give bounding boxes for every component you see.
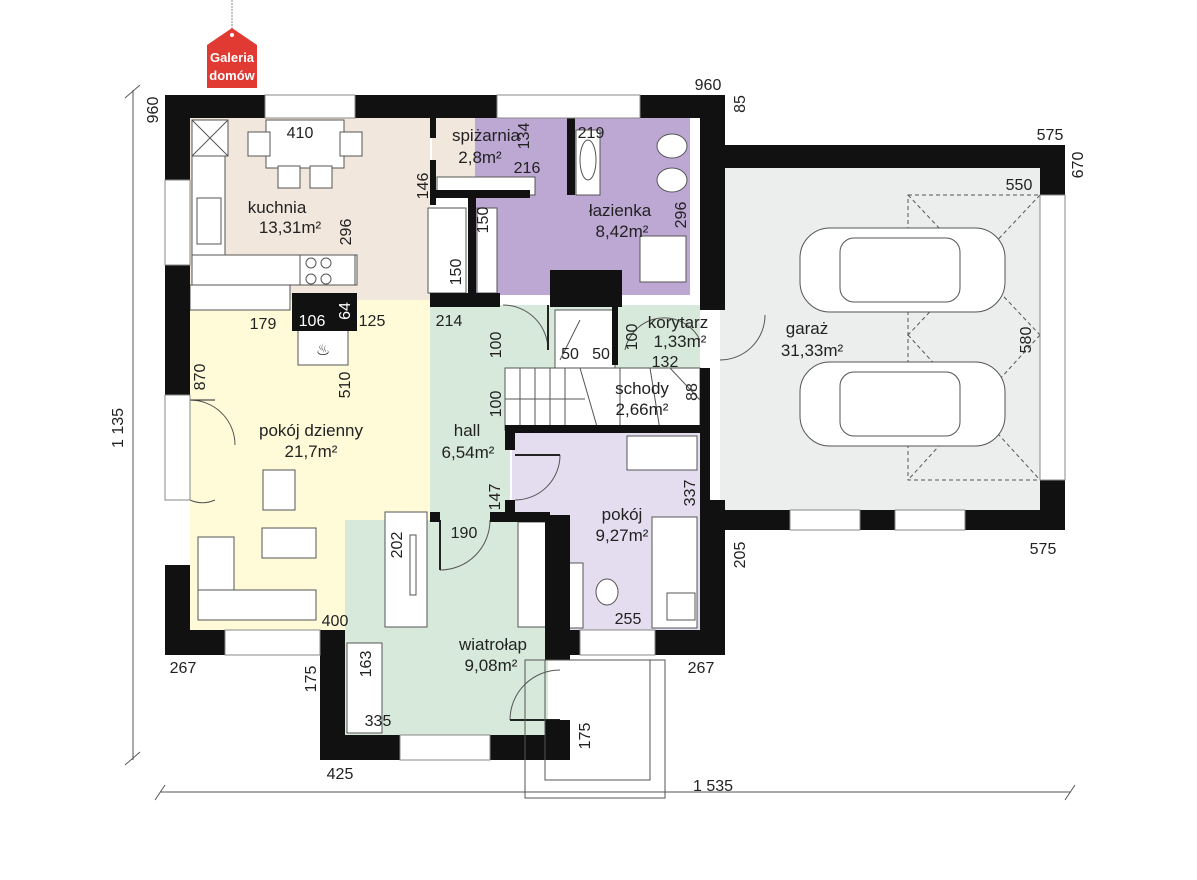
room-area-pokoj-dzienny: 21,7m²	[285, 442, 338, 461]
room-area-spizarnia: 2,8m²	[458, 148, 502, 167]
fire-icon: ♨	[316, 342, 330, 359]
dim-label: 190	[451, 525, 478, 542]
room-name-lazienka: łazienka	[589, 201, 652, 220]
entrance-steps	[524, 659, 666, 799]
room-name-garaz: garaż	[786, 319, 829, 338]
dim-label: 267	[170, 660, 197, 677]
dim-label: 296	[338, 219, 355, 246]
dim-label: 216	[514, 160, 541, 177]
dim-label: 550	[1006, 177, 1033, 194]
room-name-schody: schody	[615, 379, 669, 398]
dim-label: 175	[577, 723, 594, 750]
fireplace: ♨	[297, 329, 349, 366]
staircase	[504, 309, 701, 431]
walls	[165, 95, 1065, 760]
logo-text-line1: Galeria	[210, 50, 255, 65]
dim-label: 575	[1037, 127, 1064, 144]
dimension-lines	[124, 84, 1076, 801]
dim-label: 337	[682, 480, 699, 507]
dim-label: 125	[359, 313, 386, 330]
dim-label: 296	[673, 202, 690, 229]
dim-label: 202	[389, 532, 406, 559]
room-name-korytarz: korytarz	[648, 313, 708, 332]
dim-label: 575	[1030, 541, 1057, 558]
dim-label: 335	[365, 713, 392, 730]
dim-label: 1 535	[693, 778, 733, 795]
dim-label: 179	[250, 316, 277, 333]
door-swings	[189, 304, 766, 721]
dim-label: 163	[358, 651, 375, 678]
dim-label: 150	[448, 259, 465, 286]
galeria-domow-logo: Galeria domów	[207, 0, 257, 88]
dim-label: 580	[1018, 327, 1035, 354]
dim-label: 88	[684, 383, 701, 401]
room-fill-hall	[430, 305, 510, 520]
dim-label: 50	[592, 346, 610, 363]
logo-text-line2: domów	[209, 68, 255, 83]
dim-label: 670	[1070, 152, 1087, 179]
room-fill-korytarz	[620, 305, 700, 368]
room-name-hall: hall	[454, 421, 480, 440]
living-furniture	[197, 469, 428, 628]
vestibule-furniture	[346, 521, 547, 734]
room-name-pokoj: pokój	[602, 505, 643, 524]
dim-label: 100	[488, 391, 505, 418]
room-fill-garaz	[720, 168, 1042, 513]
dim-label: 146	[415, 173, 432, 200]
room-area-garaz: 31,33m²	[781, 341, 844, 360]
windows	[164, 94, 1066, 761]
dim-label: 85	[732, 95, 749, 113]
dim-label: 255	[615, 611, 642, 628]
dimension-labels-vertical: 960 1 135 85 670 580 296 146 134 296 150…	[110, 95, 1087, 749]
kitchen-furniture	[189, 119, 536, 311]
car-icon	[799, 361, 1006, 447]
dim-label: 205	[732, 542, 749, 569]
dim-label: 132	[652, 354, 679, 371]
room-area-kuchnia: 13,31m²	[259, 218, 322, 237]
bathroom-fixtures	[476, 129, 688, 294]
dim-label: 150	[475, 207, 492, 234]
dim-label: 64	[337, 302, 354, 320]
dim-label: 510	[337, 372, 354, 399]
room-name-wiatrolap: wiatrołap	[458, 635, 527, 654]
dim-label: 960	[695, 77, 722, 94]
dim-label: 410	[287, 125, 314, 142]
car-icon	[799, 227, 1006, 313]
room-area-wiatrolap: 9,08m²	[465, 656, 518, 675]
dim-label: 425	[327, 766, 354, 783]
dim-label: 214	[436, 313, 463, 330]
room-name-pokoj-dzienny: pokój dzienny	[259, 421, 363, 440]
dim-label: 106	[299, 313, 326, 330]
room-area-pokoj: 9,27m²	[596, 526, 649, 545]
room-area-hall: 6,54m²	[442, 443, 495, 462]
room-name-kuchnia: kuchnia	[248, 198, 307, 217]
dimension-labels: 960 575 550 575 410 216 219 179 106 125 …	[170, 77, 1064, 795]
room-name-spizarnia: spiżarnia	[452, 126, 521, 145]
dim-label: 870	[192, 364, 209, 391]
dim-label: 147	[487, 484, 504, 511]
dim-label: 50	[561, 346, 579, 363]
dim-label: 267	[688, 660, 715, 677]
dim-label: 400	[322, 613, 349, 630]
dim-label: 175	[303, 666, 320, 693]
dim-label: 1 135	[110, 408, 127, 448]
dim-label: 100	[624, 324, 641, 351]
room-area-korytarz: 1,33m²	[654, 332, 707, 351]
room-area-schody: 2,66m²	[616, 400, 669, 419]
room-area-lazienka: 8,42m²	[596, 222, 649, 241]
dim-label: 100	[488, 332, 505, 359]
dim-label: 134	[516, 123, 533, 150]
dim-label: 219	[578, 125, 605, 142]
dim-label: 960	[145, 97, 162, 124]
